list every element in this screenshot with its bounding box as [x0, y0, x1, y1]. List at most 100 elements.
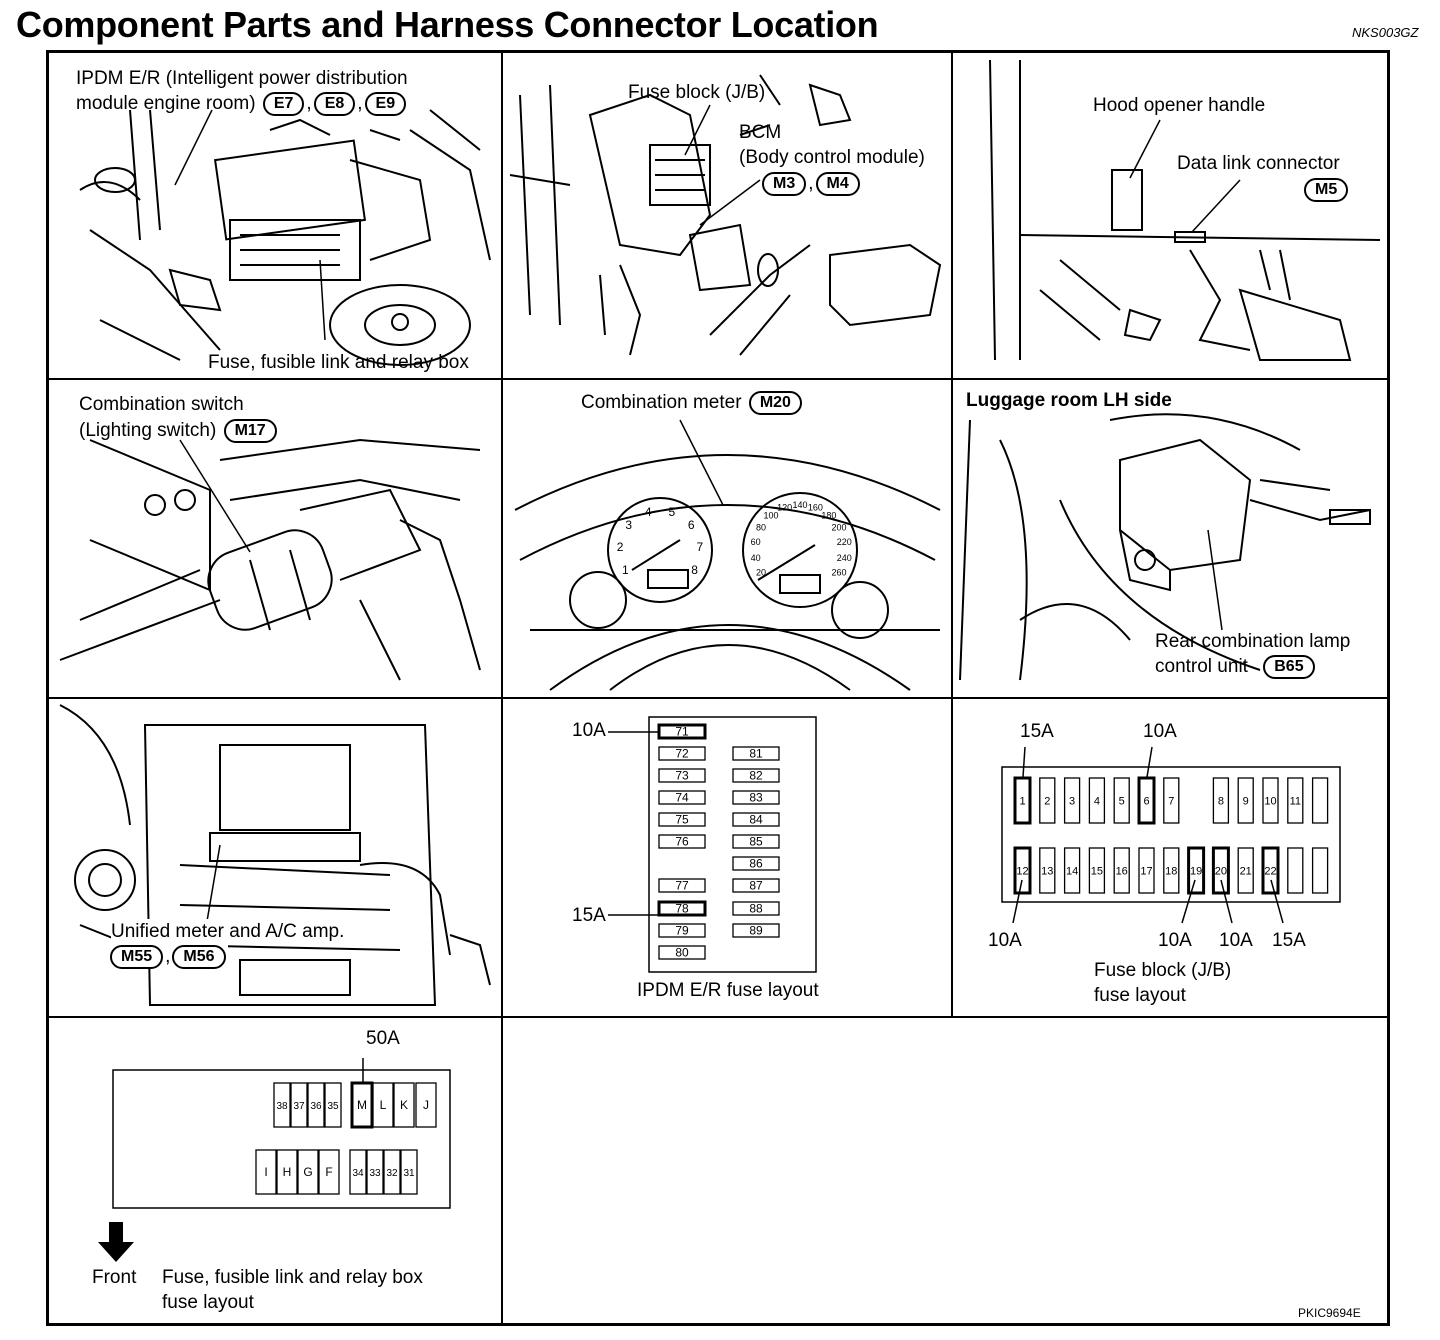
ipdm-fuse-89: 89 [732, 923, 780, 938]
svg-text:77: 77 [675, 879, 689, 893]
speedo-number-180: 180 [821, 511, 836, 521]
svg-text:F: F [325, 1165, 332, 1179]
svg-text:83: 83 [749, 791, 763, 805]
ipdm-fuse-88: 88 [732, 901, 780, 916]
jb-fuse-16: 16 [1113, 847, 1130, 894]
svg-text:84: 84 [749, 813, 763, 827]
tacho-number-7: 7 [697, 540, 704, 554]
luggage-heading-text: Luggage room LH side [966, 390, 1172, 411]
svg-text:72: 72 [675, 747, 689, 761]
jb-amp-bottom-4: 15A [1272, 930, 1306, 951]
jb-fuse-18: 18 [1163, 847, 1180, 894]
svg-text:81: 81 [749, 747, 763, 761]
svg-text:K: K [400, 1098, 408, 1112]
grid-line-row3 [48, 1016, 1388, 1018]
tacho-number-8: 8 [691, 563, 698, 577]
ipdm-fuse-85: 85 [732, 834, 780, 849]
svg-text:31: 31 [403, 1168, 415, 1179]
svg-text:89: 89 [749, 924, 763, 938]
engine-room-illustration [79, 109, 491, 366]
svg-text:74: 74 [675, 791, 689, 805]
svg-text:87: 87 [749, 879, 763, 893]
ipdm-fuse-80: 80 [658, 945, 706, 960]
svg-text:5: 5 [1119, 796, 1125, 808]
jb-amp-15a-top: 15A [1020, 721, 1054, 742]
ipdm-fuse-72: 72 [658, 746, 706, 761]
relay-fuse-H: H [276, 1149, 298, 1195]
svg-text:76: 76 [675, 835, 689, 849]
grid-line-row2 [48, 697, 1388, 699]
jb-fuse-22: 22 [1261, 846, 1280, 895]
jb-amp-bottom-3: 10A [1219, 930, 1253, 951]
bcm-label: BCM [739, 122, 782, 143]
diagram-frame [46, 50, 1390, 1326]
relay-fuse-G: G [297, 1149, 319, 1195]
speedo-number-220: 220 [837, 537, 852, 547]
svg-text:2: 2 [1044, 796, 1050, 808]
svg-text:80: 80 [675, 946, 689, 960]
svg-text:16: 16 [1116, 866, 1128, 878]
connector-m17: M17 [223, 418, 277, 443]
connector-m56: M56 [172, 944, 226, 969]
fuel-gauge [831, 581, 889, 639]
svg-text:15: 15 [1091, 866, 1103, 878]
speedo-number-140: 140 [792, 500, 807, 510]
speedo-number-120: 120 [777, 503, 792, 513]
rear-lamp-label-line2: control unit B65 [1155, 654, 1317, 679]
relay-fuse-K: K [393, 1082, 415, 1128]
dlc-label: Data link connector [1177, 153, 1340, 174]
speedo-number-60: 60 [751, 537, 761, 547]
svg-text:3: 3 [1069, 796, 1075, 808]
jb-caption-line2: fuse layout [1094, 985, 1186, 1006]
ipdm-amp-10a: 10A [572, 720, 606, 741]
connector-e9: E9 [364, 91, 407, 116]
speedo-number-20: 20 [756, 568, 766, 578]
svg-text:32: 32 [386, 1168, 398, 1179]
tacho-number-6: 6 [688, 518, 695, 532]
ipdm-label-line1: IPDM E/R (Intelligent power distribution [76, 68, 408, 89]
jb-amp-bottom-1: 10A [988, 930, 1022, 951]
combi-switch-label-line1: Combination switch [79, 394, 244, 415]
svg-text:78: 78 [675, 902, 689, 916]
svg-text:71: 71 [675, 725, 689, 739]
ipdm-fuse-74: 74 [658, 790, 706, 805]
relay-amp-50a: 50A [366, 1028, 400, 1049]
jb-fuse-11: 11 [1287, 777, 1304, 824]
fuse-block-label: Fuse block (J/B) [628, 82, 766, 103]
bcm-full-label: (Body control module) [739, 147, 925, 168]
svg-text:M: M [357, 1098, 367, 1112]
svg-text:19: 19 [1190, 866, 1202, 878]
luggage-room-illustration [959, 413, 1371, 681]
ipdm-fuse-86: 86 [732, 856, 780, 871]
hood-opener-label: Hood opener handle [1093, 95, 1266, 116]
jb-fuse-15: 15 [1088, 847, 1106, 894]
ipdm-fuse-79: 79 [658, 923, 706, 938]
jb-fuse-7: 7 [1163, 777, 1180, 824]
svg-text:79: 79 [675, 924, 689, 938]
jb-fuse-empty-bottom-11 [1287, 847, 1304, 894]
unified-connectors: M55,M56 [108, 944, 228, 969]
connector-m55: M55 [110, 944, 164, 969]
speedo-number-160: 160 [808, 503, 823, 513]
jb-fuse-2: 2 [1039, 777, 1056, 824]
speedo-number-240: 240 [837, 553, 852, 563]
svg-text:H: H [283, 1165, 292, 1179]
jb-fuse-5: 5 [1113, 777, 1130, 824]
speedometer-gauge [742, 492, 858, 608]
svg-text:33: 33 [369, 1168, 381, 1179]
rear-lamp-label-line1: Rear combination lamp [1155, 631, 1351, 652]
jb-fuse-8: 8 [1212, 777, 1230, 824]
jb-fuse-13: 13 [1039, 847, 1056, 894]
unified-meter-label: Unified meter and A/C amp. [111, 919, 345, 944]
jb-caption-line1: Fuse block (J/B) [1094, 960, 1232, 981]
svg-text:7: 7 [1168, 796, 1174, 808]
figure-code: PKIC9694E [1298, 1306, 1361, 1320]
tachometer-gauge [607, 497, 713, 603]
jb-fuse-14: 14 [1063, 847, 1081, 894]
svg-text:22: 22 [1264, 866, 1276, 878]
relay-fuse-31: 31 [400, 1149, 418, 1195]
